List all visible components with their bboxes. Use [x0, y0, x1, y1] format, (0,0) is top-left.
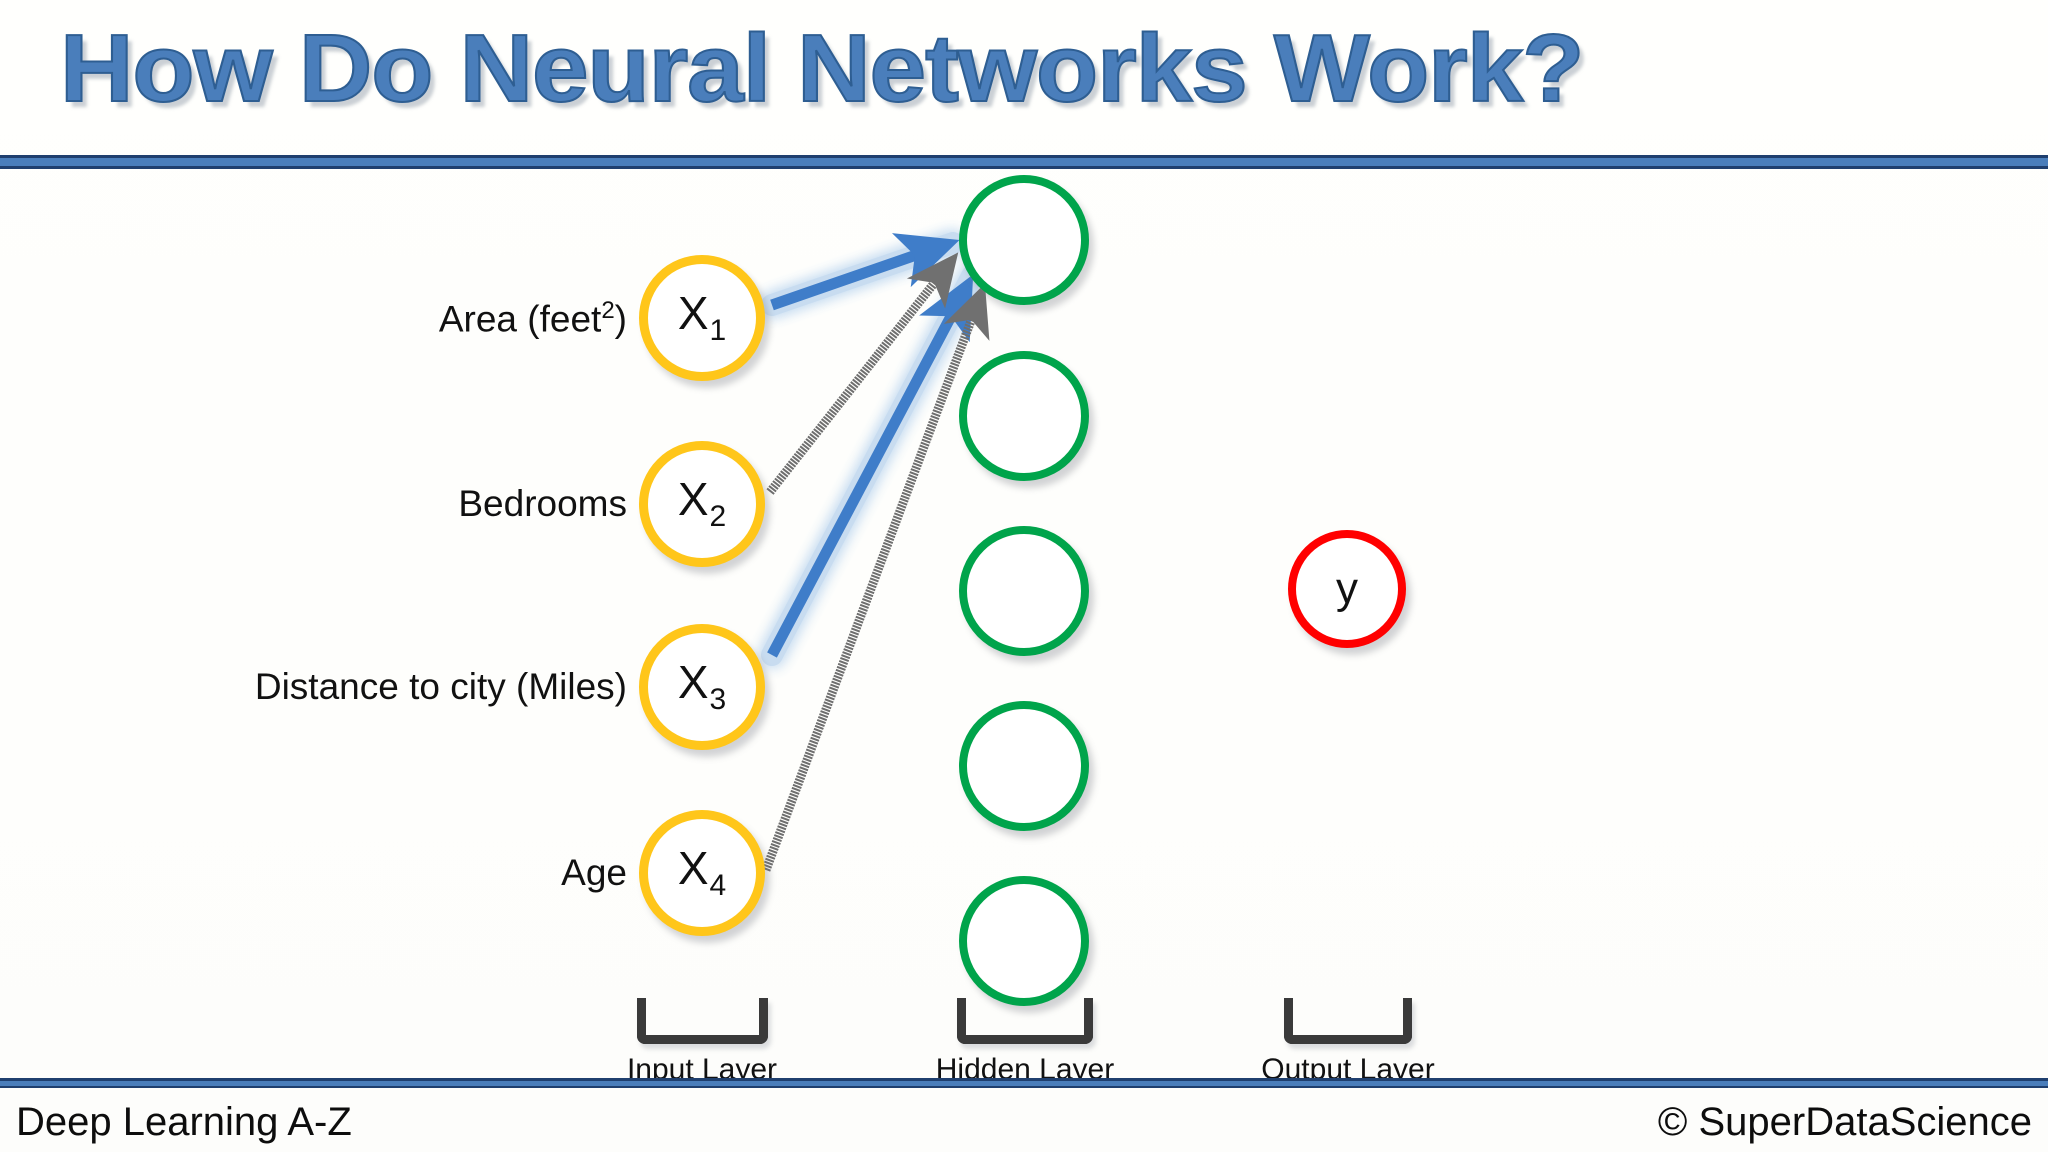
feature-label-area-text: Area (feet — [438, 298, 602, 340]
hidden-node-1[interactable] — [959, 175, 1089, 305]
edge-x3-h1 — [761, 265, 983, 666]
edge-x2-h1 — [766, 252, 959, 495]
bracket-input-layer — [637, 998, 768, 1044]
footer-divider-rule — [0, 1078, 2048, 1088]
bracket-output-layer — [1284, 998, 1412, 1044]
feature-label-area-superscript: 2 — [601, 297, 615, 324]
input-node-x4-label: X4 — [677, 842, 727, 902]
feature-label-age: Age — [561, 852, 627, 893]
feature-label-area-tail: ) — [614, 298, 627, 340]
input-node-x4[interactable]: X4 — [639, 810, 765, 936]
input-node-x2-label: X2 — [677, 473, 727, 533]
feature-label-distance: Distance to city (Miles) — [254, 666, 627, 707]
input-node-x2[interactable]: X2 — [639, 441, 765, 567]
title-divider-rule — [0, 155, 2048, 169]
output-node-y[interactable]: y — [1288, 530, 1406, 648]
output-node-y-label: y — [1336, 564, 1358, 613]
hidden-node-4[interactable] — [959, 701, 1089, 831]
hidden-node-3[interactable] — [959, 526, 1089, 656]
input-node-x3[interactable]: X3 — [639, 624, 765, 750]
edge-x1-h1 — [761, 232, 964, 316]
input-node-x3-label: X3 — [677, 656, 727, 716]
footer-course-name: Deep Learning A-Z — [16, 1100, 352, 1144]
feature-label-area: Area (feet2) — [439, 297, 627, 340]
title-area: How Do Neural Networks Work? — [0, 0, 2048, 155]
input-node-x1-label: X1 — [677, 287, 727, 347]
page-title: How Do Neural Networks Work? — [59, 14, 1586, 123]
hidden-node-5[interactable] — [959, 876, 1089, 1006]
bracket-hidden-layer — [957, 998, 1093, 1044]
feature-label-bedrooms: Bedrooms — [458, 483, 627, 524]
input-node-x1[interactable]: X1 — [639, 255, 765, 381]
hidden-node-2[interactable] — [959, 351, 1089, 481]
edge-x4-h1 — [761, 283, 990, 872]
footer-copyright: © SuperDataScience — [1657, 1100, 2032, 1144]
